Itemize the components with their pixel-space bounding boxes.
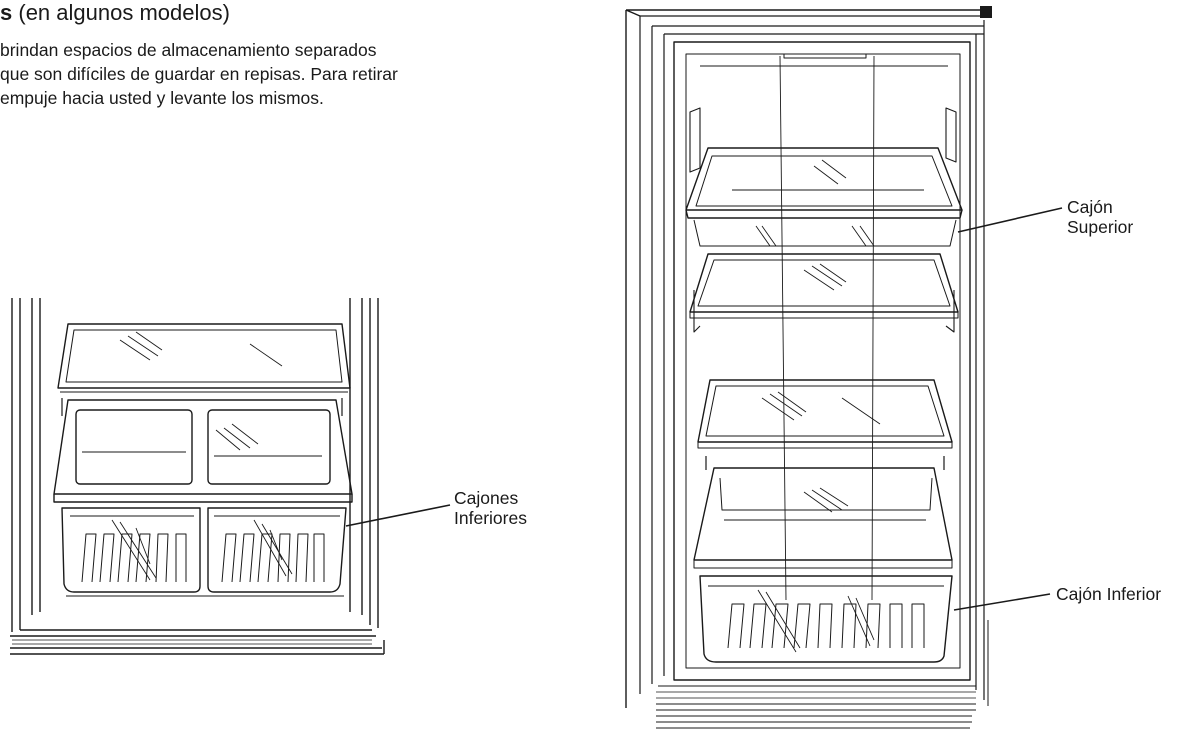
callout-upper-drawer: Cajón Superior xyxy=(1067,197,1133,237)
callout-upper-drawer-line-1: Cajón xyxy=(1067,197,1113,217)
base-lines xyxy=(10,629,385,655)
callout-lower-drawers-line-2: Inferiores xyxy=(454,508,527,528)
callout-lower-drawers-line-1: Cajones xyxy=(454,488,519,508)
upper-drawer xyxy=(685,147,963,211)
heading-fragment: s xyxy=(0,0,13,25)
right-wall-lines xyxy=(349,298,379,628)
glass-shelf-2 xyxy=(697,379,953,443)
callout-leader-lower xyxy=(953,593,1051,611)
callout-lower-drawers: Cajones Inferiores xyxy=(454,488,527,528)
description-line-1: brindan espacios de almacenamiento separ… xyxy=(0,40,377,60)
top-glass-shelf xyxy=(57,323,351,389)
description-line-3: empuje hacia usted y levante los mismos. xyxy=(0,88,324,108)
left-wall-lines xyxy=(11,298,41,632)
callout-lower-drawer: Cajón Inferior xyxy=(1056,584,1161,604)
callout-leader-left xyxy=(345,504,451,527)
callout-upper-drawer-line-2: Superior xyxy=(1067,217,1134,237)
lower-drawer-cover xyxy=(693,467,953,561)
inner-liner xyxy=(673,41,971,681)
callout-lower-drawer-text: Cajón Inferior xyxy=(1056,584,1162,604)
right-drawer xyxy=(207,507,347,593)
heading-subtitle: (en algunos modelos) xyxy=(12,0,230,25)
left-drawer xyxy=(61,507,201,593)
cabinet-outer xyxy=(625,9,986,708)
section-description: brindan espacios de almacenamiento separ… xyxy=(0,38,540,110)
lower-drawer xyxy=(699,575,953,663)
callout-leader-upper xyxy=(957,207,1063,233)
description-line-2: que son difíciles de guardar en repisas.… xyxy=(0,64,398,84)
section-heading: s (en algunos modelos) xyxy=(0,0,230,26)
